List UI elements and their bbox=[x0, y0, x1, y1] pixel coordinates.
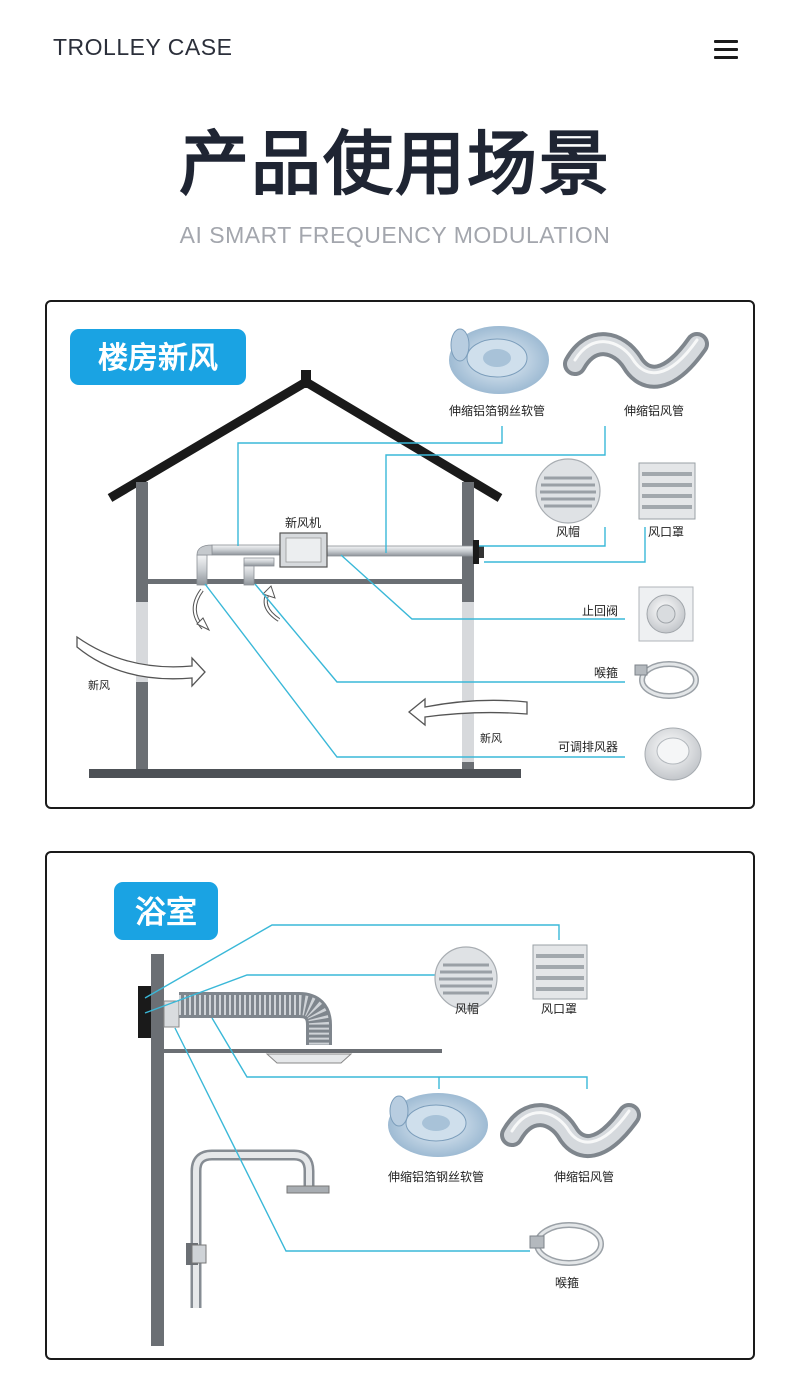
page-title: 产品使用场景 bbox=[179, 123, 611, 205]
product-label: 风口罩 bbox=[541, 1002, 577, 1016]
aluminum-duct-icon bbox=[563, 332, 709, 389]
house-roof bbox=[107, 370, 503, 502]
product-vent-cap: 风帽 bbox=[434, 946, 498, 1016]
product-label: 喉箍 bbox=[555, 1275, 579, 1290]
scene-tag-building: 楼房新风 bbox=[70, 329, 246, 385]
fresh-air-label-left: 新风 bbox=[88, 678, 110, 692]
product-adjustable-diffuser: 可调排风器 bbox=[558, 727, 702, 781]
building-diagram: 楼房新风 新风机 bbox=[70, 326, 709, 781]
bathroom-diagram: 浴室 风帽 bbox=[114, 882, 641, 1346]
aluminum-duct-icon bbox=[500, 1103, 641, 1159]
product-label: 风口罩 bbox=[648, 525, 684, 539]
product-vent-cap: 风帽 bbox=[535, 458, 601, 539]
hamburger-menu-icon[interactable] bbox=[714, 40, 738, 62]
product-aluminum-duct: 伸缩铝风管 bbox=[563, 332, 709, 418]
scene-tag-bathroom-text: 浴室 bbox=[135, 895, 197, 931]
product-label: 止回阀 bbox=[582, 604, 618, 618]
brand-name: TROLLEY CASE bbox=[53, 34, 233, 60]
scene-tag-building-text: 楼房新风 bbox=[98, 341, 218, 376]
adjustable-diffuser-icon bbox=[644, 727, 702, 781]
duct-system bbox=[196, 540, 484, 586]
product-label: 喉箍 bbox=[594, 665, 618, 680]
product-hose-clamp: 喉箍 bbox=[529, 1222, 604, 1290]
fresh-air-unit: 新风机 bbox=[279, 515, 328, 568]
flexible-foil-hose-icon bbox=[449, 326, 549, 394]
product-louvered-cover: 风口罩 bbox=[638, 462, 696, 539]
vent-cap-icon bbox=[535, 458, 601, 524]
airflow-down-arrow bbox=[192, 588, 211, 632]
product-label: 伸缩铝风管 bbox=[624, 403, 684, 418]
louvered-vent-cover-icon bbox=[532, 944, 588, 1000]
product-label: 伸缩铝箔钢丝软管 bbox=[388, 1169, 484, 1184]
scene-card-bathroom: 浴室 风帽 bbox=[45, 851, 755, 1360]
fresh-air-label-right: 新风 bbox=[480, 731, 502, 745]
product-flexible-foil-hose: 伸缩铝箔钢丝软管 bbox=[388, 1093, 488, 1184]
callout-lines bbox=[204, 426, 646, 758]
hose-clamp-icon bbox=[634, 661, 699, 699]
product-label: 风帽 bbox=[556, 524, 580, 539]
product-aluminum-duct: 伸缩铝风管 bbox=[500, 1103, 641, 1184]
fresh-air-arrow-left: 新风 bbox=[76, 635, 206, 692]
product-label: 可调排风器 bbox=[558, 740, 618, 754]
page-subtitle: AI SMART FREQUENCY MODULATION bbox=[179, 222, 611, 248]
scene-tag-bathroom: 浴室 bbox=[114, 882, 218, 940]
callout-lines bbox=[144, 924, 588, 1252]
vent-cap-icon bbox=[434, 946, 498, 1010]
product-louvered-cover: 风口罩 bbox=[532, 944, 588, 1016]
bathroom-duct bbox=[179, 992, 353, 1064]
flexible-foil-hose-icon bbox=[388, 1093, 488, 1157]
product-label: 伸缩铝风管 bbox=[554, 1169, 614, 1184]
scene-card-building: 楼房新风 新风机 bbox=[45, 300, 755, 809]
product-label: 风帽 bbox=[455, 1001, 479, 1016]
hose-clamp-icon bbox=[529, 1222, 604, 1266]
check-valve-icon bbox=[638, 586, 694, 642]
bathroom-wall bbox=[138, 954, 442, 1346]
product-label: 伸缩铝箔钢丝软管 bbox=[449, 403, 545, 418]
fresh-air-unit-label: 新风机 bbox=[285, 515, 321, 530]
product-hose-clamp: 喉箍 bbox=[594, 661, 699, 699]
product-check-valve: 止回阀 bbox=[582, 586, 694, 642]
shower-pipe bbox=[186, 1149, 330, 1308]
airflow-up-arrow bbox=[262, 585, 281, 622]
louvered-vent-cover-icon bbox=[638, 462, 696, 520]
product-flexible-foil-hose: 伸缩铝箔钢丝软管 bbox=[449, 326, 549, 418]
fresh-air-arrow-right: 新风 bbox=[407, 697, 528, 745]
